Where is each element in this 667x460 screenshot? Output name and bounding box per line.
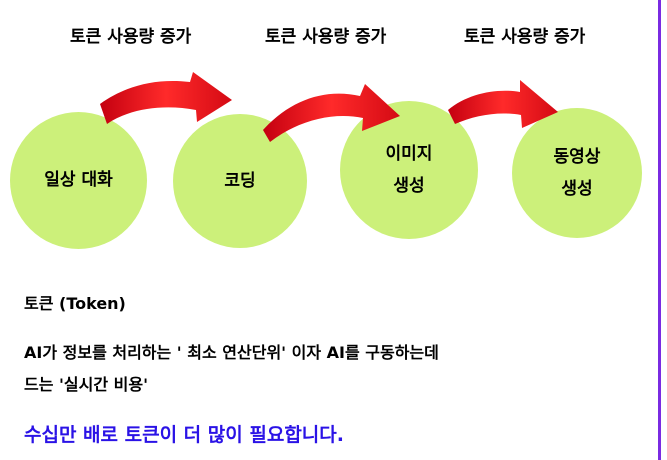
definition-line2: 드는 '실시간 비용' [24, 375, 148, 394]
arrow-image-to-video [448, 80, 558, 128]
token-usage-label-1: 토큰 사용량 증가 [70, 27, 192, 47]
step-image-generation-label-line2: 생성 [393, 176, 425, 196]
token-usage-label-3: 토큰 사용량 증가 [464, 27, 586, 47]
conclusion-text: 수십만 배로 토큰이 더 많이 필요합니다. [24, 424, 344, 446]
token-usage-label-2: 토큰 사용량 증가 [265, 27, 387, 47]
step-daily-chat: 일상 대화 [10, 112, 147, 249]
step-daily-chat-label: 일상 대화 [44, 170, 113, 191]
step-coding: 코딩 [173, 114, 307, 248]
definition-line1: AI가 정보를 처리하는 ' 최소 연산단위' 이자 AI를 구동하는데 [24, 343, 439, 362]
arrow-coding-to-image [263, 84, 400, 142]
step-video-generation-label-line1: 동영상 [553, 146, 601, 167]
token-title: 토큰 (Token) [24, 294, 126, 313]
step-image-generation-label-line1: 이미지 [385, 143, 433, 164]
step-video-generation-label-line2: 생성 [561, 179, 593, 199]
arrow-chat-to-coding [100, 72, 232, 124]
step-video-generation: 동영상 생성 [512, 108, 642, 238]
step-coding-label: 코딩 [224, 170, 256, 191]
right-border [658, 0, 661, 460]
